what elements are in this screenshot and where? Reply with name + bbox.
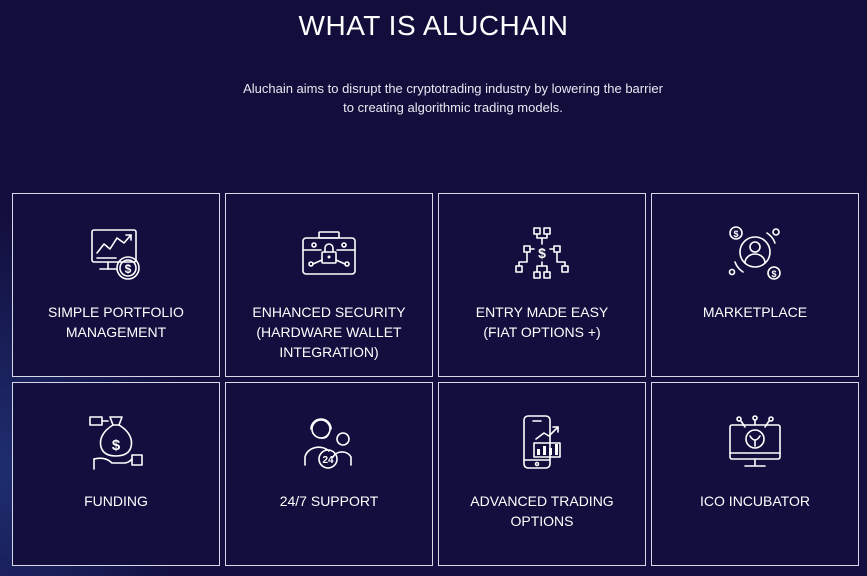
security-briefcase-lock-icon xyxy=(302,231,356,275)
page-description: Aluchain aims to disrupt the cryptotradi… xyxy=(243,81,663,115)
feature-label-ico-incubator: ICO INCUBATOR xyxy=(700,493,810,509)
svg-text:$: $ xyxy=(733,229,738,239)
feature-card-security[interactable]: ENHANCED SECURITY (HARDWARE WALLET INTEG… xyxy=(225,193,433,377)
feature-label-funding: FUNDING xyxy=(84,493,148,509)
portfolio-chart-coin-icon: $ xyxy=(91,229,140,280)
feature-card-ico-incubator[interactable]: ICO INCUBATOR xyxy=(651,382,859,566)
features-grid: $ SIMPLE PORTFOLIO MANAGEMENT ENHANCED S… xyxy=(12,193,859,566)
feature-card-entry[interactable]: $ ENTRY MADE EASY (FIAT OPTIONS +) xyxy=(438,193,646,377)
feature-label-entry: ENTRY MADE EASY (FIAT OPTIONS +) xyxy=(475,304,609,340)
feature-card-portfolio[interactable]: $ SIMPLE PORTFOLIO MANAGEMENT xyxy=(12,193,220,377)
feature-label-portfolio: SIMPLE PORTFOLIO MANAGEMENT xyxy=(48,304,184,340)
incubator-monitor-icon xyxy=(729,415,781,467)
feature-card-funding[interactable]: $ FUNDING xyxy=(12,382,220,566)
feature-label-support: 24/7 SUPPORT xyxy=(279,493,379,509)
page-title: WHAT IS ALUCHAIN xyxy=(298,10,569,41)
feature-card-support[interactable]: 24 24/7 SUPPORT xyxy=(225,382,433,566)
feature-card-marketplace[interactable]: $ $ MARKETPLACE xyxy=(651,193,859,377)
svg-text:$: $ xyxy=(771,269,776,279)
feature-label-marketplace: MARKETPLACE xyxy=(702,304,808,320)
mobile-trading-chart-icon xyxy=(523,415,561,469)
feature-label-trading: ADVANCED TRADING OPTIONS xyxy=(470,493,614,529)
svg-text:$: $ xyxy=(112,437,121,454)
svg-text:24: 24 xyxy=(322,455,334,466)
marketplace-user-coins-icon: $ $ xyxy=(728,226,781,280)
feature-label-security: ENHANCED SECURITY (HARDWARE WALLET INTEG… xyxy=(252,304,406,360)
money-bag-hand-icon: $ xyxy=(89,416,143,470)
svg-text:$: $ xyxy=(538,245,546,261)
feature-card-trading[interactable]: ADVANCED TRADING OPTIONS xyxy=(438,382,646,566)
svg-text:$: $ xyxy=(125,262,132,276)
currency-network-icon: $ xyxy=(515,227,569,279)
support-agents-icon: 24 xyxy=(304,418,352,469)
